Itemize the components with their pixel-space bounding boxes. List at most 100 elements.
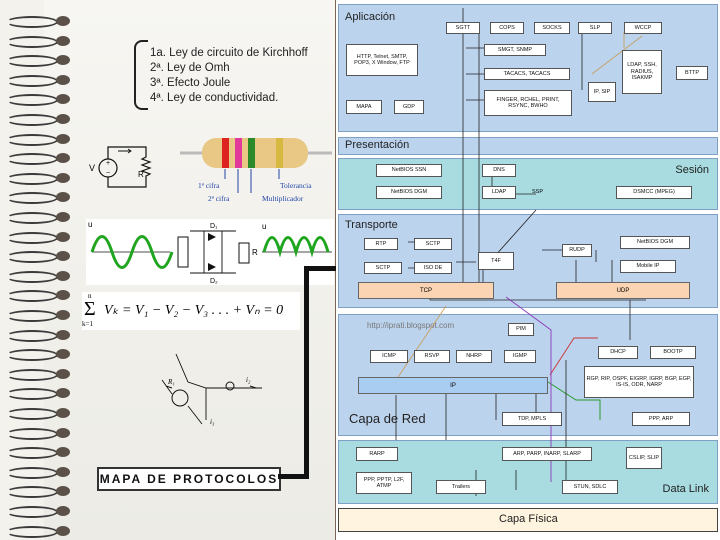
svg-text:+: + [106,160,110,167]
layer-transporte-title: Transporte [345,219,398,231]
ring-hole [56,172,70,183]
layer-fisica: Capa Física [338,508,718,532]
spiral-ring [6,269,72,283]
ring-wire [6,290,58,303]
svg-text:i₂: i₂ [246,376,251,384]
box-ppp-arp: PPP, ARP [632,412,690,426]
ring-hole [56,466,70,477]
equation-text: Vₖ = V₁ − V₂ − V₃ . . . + Vₙ = 0 [104,303,284,318]
ring-hole [56,133,70,144]
ring-wire [6,466,58,479]
resistor-first-label: 1ª cifra [198,181,220,190]
spiral-ring [6,367,72,381]
box-bootp: BOOTP [650,346,696,359]
layer-red-title: Capa de Red [349,411,426,426]
resistor-tolerance-label: Tolerancia [280,181,312,190]
box-icmp: ICMP [370,350,408,363]
notebook-page: 1a. Ley de circuito de Kirchhoff 2ª. Ley… [0,0,335,540]
rectifier-figure: u D₁ D₂ R u [86,219,334,285]
box-stun: STUN, SDLC [562,480,618,494]
ring-wire [6,368,58,381]
resistor-second-label: 2ª cifra [208,194,230,203]
box-wccp: WCCP [624,22,662,34]
circuit-r-label: R [138,170,144,179]
box-igmp: IGMP [504,350,536,363]
box-gdp: GDP [394,100,424,114]
ring-wire [6,427,58,440]
spiral-ring [6,386,72,401]
box-socks: SOCKS [534,22,570,34]
layer-fisica-title: Capa Física [499,513,558,525]
rectifier-u-left: u [88,220,92,229]
spiral-ring [6,14,72,28]
ring-hole [56,270,70,281]
ring-wire [6,329,58,342]
box-ldap-ses: LDAP [482,186,516,199]
protocol-map: Aplicación Presentación Sesión Transport… [336,0,720,540]
ring-hole [56,94,70,105]
ring-wire [6,447,58,460]
spiral-ring [6,484,72,499]
ring-wire [6,16,58,28]
box-tdp-mpls: TDP, MPLS [502,412,562,426]
spiral-ring [6,151,72,166]
ring-hole [56,212,70,222]
ring-wire [6,525,58,538]
box-routing: RGP, RIP, OSPF, EIGRP, IGRP, BGP, EGP, I… [584,366,694,398]
layer-sesion-title: Sesión [675,164,709,176]
spiral-ring [6,249,72,264]
box-slp: SLP [578,22,612,34]
ring-hole [56,114,70,124]
box-arp: ARP, PARP, INARP, SLARP [502,447,592,461]
ring-hole [56,55,70,66]
box-http: HTTP, Telnet, SMTP, POP3, X Window, FTP [346,44,418,76]
ring-wire [6,349,58,362]
spiral-ring [6,288,72,303]
ring-wire [6,55,58,68]
ring-wire [6,35,58,48]
box-t4f: T4F [478,252,514,270]
ring-hole [56,74,70,85]
layer-presentacion: Presentación [338,137,718,155]
ring-wire [6,74,58,87]
layer-datalink-title: Data Link [662,483,709,495]
rectifier-u-right: u [262,222,266,231]
ring-hole [56,368,70,379]
box-cops: COPS [490,22,524,34]
spiral-ring [6,112,72,126]
ring-hole [56,447,70,458]
box-rudp: RUDP [562,244,592,257]
bar-udp: UDP [556,282,690,299]
spiral-ring [6,347,72,362]
node-diagram: R₁ i₂ i₃ [161,353,262,426]
ring-wire [6,310,58,322]
resistor-multiplier-label: Multiplicador [262,194,304,203]
ring-hole [56,408,70,418]
ring-wire [6,133,58,146]
spiral-ring [6,230,72,244]
box-mobile-ip: Mobile IP [620,260,676,273]
ring-wire [6,153,58,166]
bar-ip: IP [358,377,548,394]
spiral-ring [6,328,72,342]
ring-wire [6,114,58,126]
ring-wire [6,212,58,224]
watermark: http://iprati.blogspot.com [367,321,455,330]
box-tacacs: TACACS, TACACS [484,68,570,80]
spiral-ring [6,504,72,518]
ring-hole [56,290,70,301]
laws-bracket [134,40,148,110]
spiral-ring [6,210,72,224]
law-3: 3ª. Efecto Joule [150,77,231,89]
spiral-ring [6,308,72,322]
box-mapa: MAPA [346,100,382,114]
box-dhcp: DHCP [598,346,638,359]
ring-hole [56,427,70,438]
box-netbios-dgm: NetBIOS DGM [620,236,690,249]
connector-line [304,268,309,476]
law-1: 1a. Ley de circuito de Kirchhoff [150,47,308,59]
box-iso-de: ISO DE [414,262,452,274]
ring-wire [6,172,58,185]
svg-text:i₃: i₃ [210,418,215,426]
spiral-ring [6,73,72,87]
